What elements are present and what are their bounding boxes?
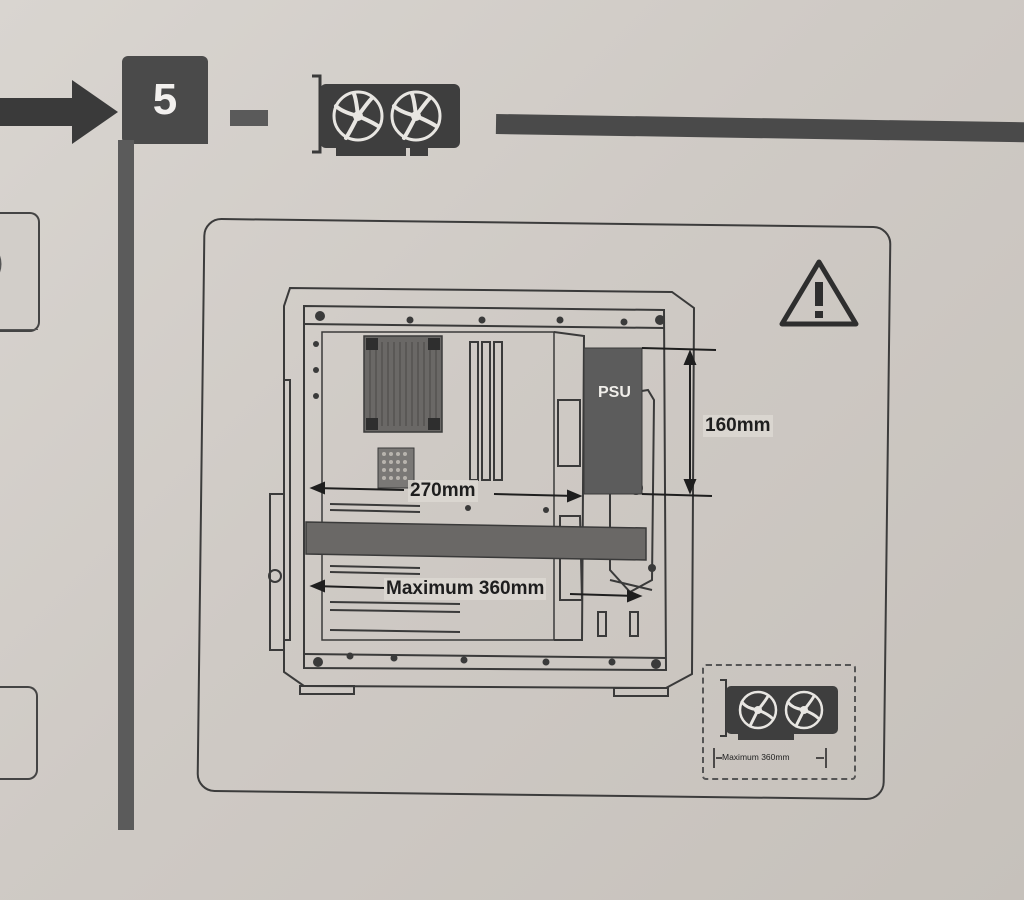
gpu-max-length-dimension: Maximum 360mm xyxy=(384,578,547,600)
flow-arrow xyxy=(0,98,80,126)
step-dash xyxy=(230,110,268,126)
step-rail xyxy=(118,140,134,830)
step-number-badge: 5 xyxy=(122,56,208,144)
gpu-thumbnail-box xyxy=(702,664,856,780)
previous-step-panel-bottom xyxy=(0,686,38,780)
warning-icon xyxy=(779,259,859,327)
graphics-card-icon xyxy=(312,74,460,156)
thumb-max-length-label: Maximum 360mm xyxy=(722,752,790,762)
psu-height-dimension: 160mm xyxy=(703,415,773,437)
pc-case-diagram xyxy=(268,286,717,697)
previous-step-panel xyxy=(0,212,40,332)
gpu-length-dimension: 270mm xyxy=(408,480,478,502)
fan-fragment-icon xyxy=(0,255,2,273)
flow-arrow-head-icon xyxy=(72,80,118,144)
header-rule xyxy=(495,114,1024,143)
graphics-card-icon xyxy=(720,679,838,740)
psu-label: PSU xyxy=(598,384,631,401)
thumb-dimension-arrow xyxy=(713,748,827,768)
